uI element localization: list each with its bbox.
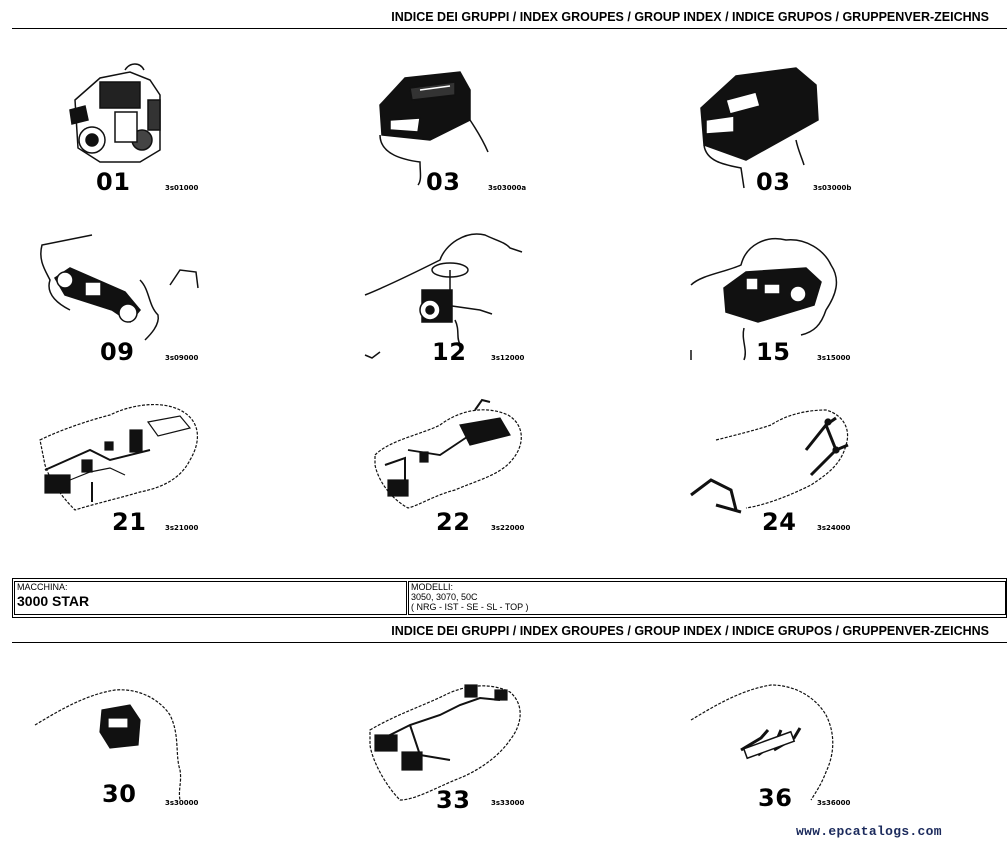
group-index-header-2: INDICE DEI GRUPPI / INDEX GROUPES / GROU… [12,623,1007,643]
title-block: MACCHINA: 3000 STAR MODELLI: 3050, 3070,… [12,578,1007,618]
transmission-icon [690,238,838,361]
group-number: 33 [436,786,471,814]
group-number: 09 [100,338,135,366]
models-cell: MODELLI: 3050, 3070, 50C ( NRG - IST - S… [408,581,1006,615]
machine-cell: MACCHINA: 3000 STAR [14,581,407,615]
drawing-code: 3s03000a [488,184,527,192]
machine-label: MACCHINA: [17,582,68,592]
pedals-icon [690,684,834,801]
group-index-header: INDICE DEI GRUPPI / INDEX GROUPES / GROU… [12,9,1007,29]
drawing-code: 3s24000 [817,524,851,532]
drawing-code: 3s21000 [165,524,199,532]
drawing-code: 3s15000 [817,354,851,362]
group-number: 03 [756,168,791,196]
group-number: 01 [96,168,131,196]
group-tile-03b[interactable]: 03 3s03000b [686,40,886,200]
group-tile-33[interactable]: 33 3s33000 [360,660,560,820]
group-number: 03 [426,168,461,196]
group-number: 36 [758,784,793,812]
hydraulic-system-icon [39,404,198,511]
hydraulic-lines-icon [374,398,522,509]
website-link[interactable]: www.epcatalogs.com [796,824,942,839]
drawing-code: 3s09000 [165,354,199,362]
group-tile-36[interactable]: 36 3s36000 [686,660,886,820]
group-number: 22 [436,508,471,536]
seat-icon [34,689,182,801]
hood-icon [700,67,819,189]
linkage-icon [690,409,849,514]
group-tile-15[interactable]: 15 3s15000 [686,210,886,370]
hood-icon [379,71,489,186]
drawing-code: 3s22000 [491,524,525,532]
drawing-code: 3s03000b [813,184,852,192]
drawing-code: 3s01000 [165,184,199,192]
group-tile-09[interactable]: 09 3s09000 [30,210,230,370]
machine-name: 3000 STAR [17,593,90,609]
models-variants: ( NRG - IST - SE - SL - TOP ) [411,602,529,612]
group-number: 21 [112,508,147,536]
front-axle-icon [40,234,199,341]
group-tile-24[interactable]: 24 3s24000 [686,380,886,540]
group-tile-22[interactable]: 22 3s22000 [360,380,560,540]
drawing-code: 3s33000 [491,799,525,807]
drawing-code: 3s36000 [817,799,851,807]
group-tile-12[interactable]: 12 3s12000 [360,210,560,370]
steering-wheel-icon [364,233,523,359]
group-number: 12 [432,338,467,366]
group-number: 30 [102,780,137,808]
group-tile-21[interactable]: 21 3s21000 [30,380,230,540]
drawing-code: 3s12000 [491,354,525,362]
models-list: 3050, 3070, 50C [411,592,478,602]
engine-icon [69,63,161,163]
group-number: 24 [762,508,797,536]
group-tile-30[interactable]: 30 3s30000 [30,660,230,820]
group-number: 15 [756,338,791,366]
group-tile-01[interactable]: 01 3s01000 [30,40,230,200]
drawing-code: 3s30000 [165,799,199,807]
group-tile-03a[interactable]: 03 3s03000a [360,40,560,200]
wiring-harness-icon [369,684,521,801]
models-label: MODELLI: [411,582,454,592]
